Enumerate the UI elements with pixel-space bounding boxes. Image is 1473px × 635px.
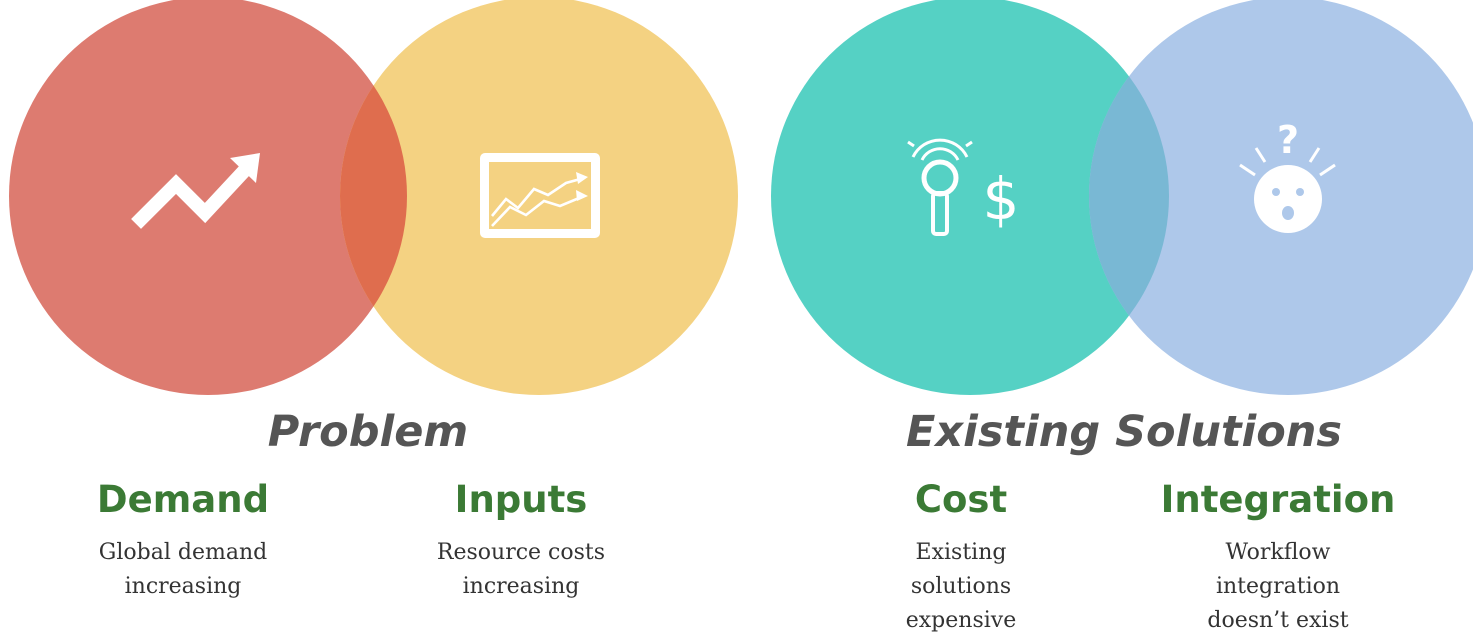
cost-title: Cost [914,478,1008,521]
trending-up-arrow-icon [131,153,260,229]
demand-circle [9,0,407,395]
integration-description: Workflow integration doesn’t exist [1178,536,1378,635]
cost-description: Existing solutions expensive [886,536,1036,635]
demand-description: Global demand increasing [58,536,308,604]
magnifier-dollar-icon: $ [907,138,1020,236]
demand-line-2: increasing [124,574,242,599]
integration-line-1: Workflow [1225,540,1331,565]
inputs-title: Inputs [454,478,588,521]
venn-circles: $ ? [9,0,1473,395]
question-mark: ? [1277,118,1299,162]
demand-line-1: Global demand [98,540,268,565]
cost-line-1: Existing [915,540,1007,565]
cost-line-2: solutions [910,574,1012,599]
integration-line-2: integration [1215,574,1341,599]
integration-title: Integration [1160,478,1396,521]
existing-solutions-heading: Existing Solutions [905,407,1342,457]
inputs-line-2: increasing [462,574,580,599]
demand-title: Demand [96,478,270,521]
cost-circle [771,0,1169,395]
inputs-description: Resource costs increasing [396,536,646,604]
cost-line-3: expensive [905,608,1017,633]
problem-heading: Problem [267,407,469,457]
inputs-line-1: Resource costs [436,540,606,565]
surprised-face-question-icon: ? [1239,118,1336,233]
integration-line-3: doesn’t exist [1207,608,1349,633]
line-chart-screen-icon [480,153,600,238]
dollar-sign: $ [983,165,1020,233]
